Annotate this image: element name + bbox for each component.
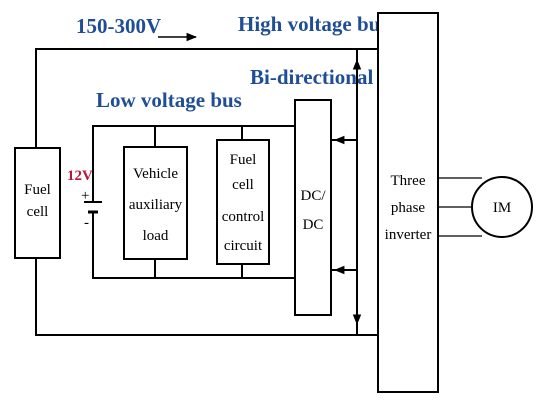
vehicle-auxiliary-load-block: Vehicle auxiliary load — [123, 146, 188, 260]
inverter-label-line-3: inverter — [385, 227, 432, 243]
motor-label: IM — [493, 200, 511, 216]
three-phase-inverter-block: Three phase inverter — [377, 12, 439, 393]
low-voltage-bus-label: Low voltage bus — [96, 88, 242, 112]
fuel-cell-label-line-2: cell — [27, 204, 49, 220]
three-phase-lines — [438, 177, 482, 237]
bidirectional-label: Bi-directional — [250, 65, 373, 89]
control-circuit-label-line-4: circuit — [224, 238, 263, 254]
dc-dc-converter-block: DC/ DC — [294, 99, 332, 316]
fuel-cell-block: Fuel cell — [14, 147, 61, 259]
fuel-cell-control-circuit-block: Fuel cell control circuit — [216, 139, 270, 265]
dc-dc-label-line-1: DC/ — [300, 188, 326, 204]
inverter-label-line-2: phase — [391, 200, 425, 216]
control-circuit-label-line-3: control — [222, 209, 265, 225]
inverter-label-line-1: Three — [391, 173, 426, 189]
battery-12v: 12V + - — [67, 168, 102, 232]
battery-voltage-label: 12V — [67, 168, 93, 184]
battery-plus-sign: + — [81, 188, 89, 204]
induction-motor: IM — [471, 176, 533, 238]
dc-dc-label-line-2: DC — [303, 217, 324, 233]
fuel-cell-label-line-1: Fuel — [24, 182, 51, 198]
bidirectional-arrows — [333, 58, 362, 326]
aux-load-label-line-2: auxiliary — [129, 197, 183, 213]
control-circuit-label-line-1: Fuel — [230, 152, 257, 168]
voltage-range-label: 150-300V — [76, 14, 161, 38]
high-voltage-bus-label: High voltage bus — [238, 12, 389, 36]
aux-load-label-line-3: load — [143, 228, 169, 244]
aux-load-label-line-1: Vehicle — [133, 166, 178, 182]
control-circuit-label-line-2: cell — [232, 177, 254, 193]
battery-minus-sign: - — [84, 215, 89, 231]
